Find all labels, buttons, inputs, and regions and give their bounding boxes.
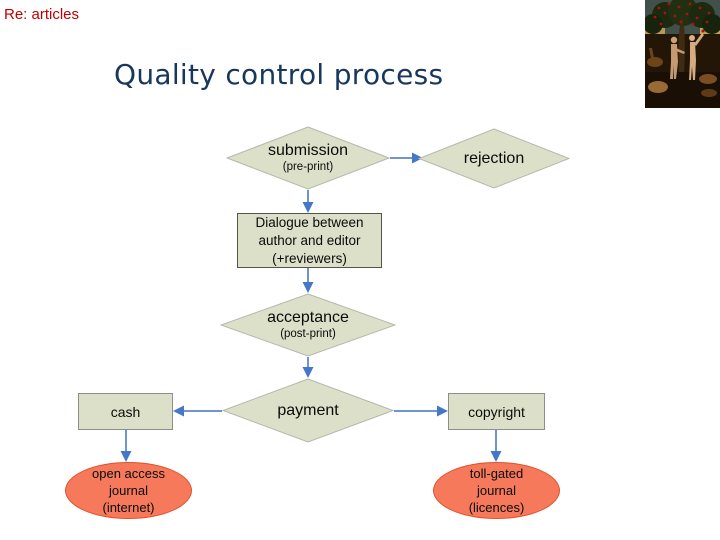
submission-label: submission [267, 142, 349, 159]
dialogue-line-2: author and editor [258, 232, 361, 248]
page-title: Quality control process [114, 58, 444, 91]
rejection-label: rejection [463, 149, 525, 167]
open-access-line-2: journal [108, 483, 149, 498]
copyright-label: copyright [468, 403, 525, 420]
payment-diamond: payment [222, 378, 394, 443]
submission-diamond: submission (pre-print) [226, 126, 390, 190]
arrow-payment-to-cash [173, 405, 222, 417]
arrow-payment-to-copyright [394, 405, 448, 417]
rejection-diamond: rejection [418, 128, 570, 189]
slide-header: Re: articles [4, 6, 80, 23]
toll-gated-line-3: (licences) [468, 500, 525, 515]
cash-label: cash [110, 403, 141, 420]
dialogue-line-1: Dialogue between [255, 214, 364, 230]
adam-and-eve-painting-icon [645, 0, 720, 108]
acceptance-diamond: acceptance (post-print) [220, 293, 396, 357]
payment-label: payment [277, 401, 339, 419]
arrow-acceptance-to-payment [302, 357, 314, 378]
open-access-line-1: open access [92, 466, 165, 481]
open-access-line-3: (internet) [102, 500, 155, 515]
submission-sublabel: (pre-print) [282, 161, 334, 173]
dialogue-box: Dialogue between author and editor (+rev… [237, 213, 382, 268]
acceptance-sublabel: (post-print) [280, 328, 336, 340]
cash-box: cash [78, 393, 173, 430]
toll-gated-line-1: toll-gated [469, 466, 524, 481]
arrow-copyright-to-toll-gated [490, 430, 502, 462]
arrow-dialogue-to-acceptance [302, 268, 314, 293]
arrow-submission-to-dialogue [302, 190, 314, 213]
acceptance-label: acceptance [267, 309, 349, 326]
arrow-cash-to-open-access [120, 430, 132, 462]
toll-gated-line-2: journal [476, 483, 517, 498]
open-access-ellipse: open access journal (internet) [65, 462, 192, 519]
toll-gated-ellipse: toll-gated journal (licences) [433, 462, 560, 519]
copyright-box: copyright [448, 393, 545, 430]
dialogue-line-3: (+reviewers) [272, 250, 347, 266]
